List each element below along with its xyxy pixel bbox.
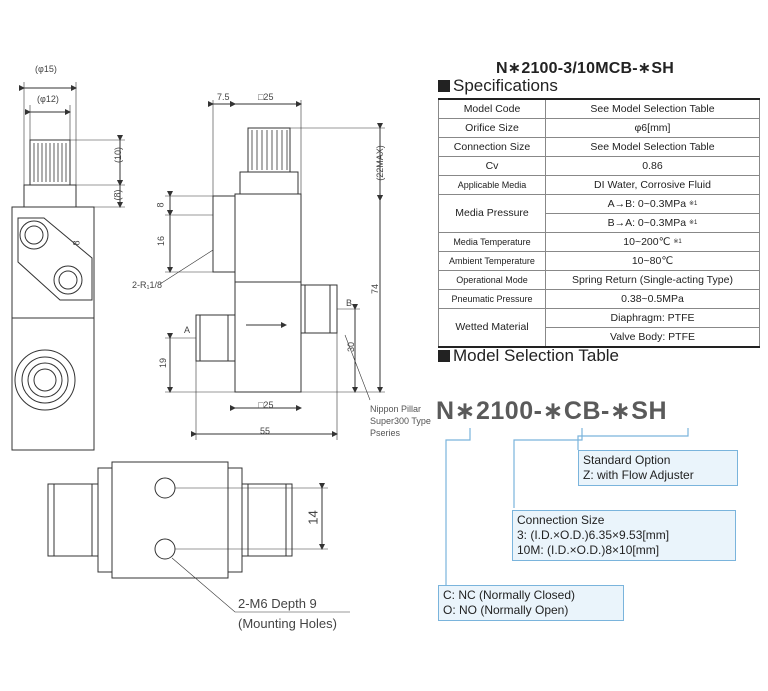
heading-square-icon <box>438 350 450 362</box>
dim-d8c: 8 <box>155 202 166 208</box>
dim-d19: 19 <box>158 357 169 369</box>
spec-key: Operational Mode <box>438 270 546 290</box>
spec-key: Model Code <box>438 98 546 119</box>
option-value: Z: with Flow Adjuster <box>583 468 694 482</box>
spec-value: Diaphragm: PTFE <box>545 308 760 328</box>
mount-label-2: (Mounting Holes) <box>238 616 337 631</box>
bottom-view <box>47 461 350 613</box>
dim-22max: (22MAX) <box>374 145 385 181</box>
spec-value-text: A→B: 0~0.3MPa <box>607 197 687 210</box>
connection-option-3: 3: (I.D.×O.D.)6.35×9.53[mm] <box>517 528 670 542</box>
spec-value-text: 10~200℃ <box>623 235 671 248</box>
dim-d74: 74 <box>370 283 381 295</box>
spec-value: 10~80℃ <box>545 251 760 271</box>
spec-key: Media Temperature <box>438 232 546 252</box>
dim-d55: 55 <box>260 426 271 436</box>
port-b-fitting <box>300 284 338 334</box>
footnote-mark: ※1 <box>673 238 682 245</box>
spec-table: Model Code See Model Selection Table Ori… <box>438 98 760 348</box>
spec-value: See Model Selection Table <box>545 98 760 119</box>
spec-value: See Model Selection Table <box>545 137 760 157</box>
spec-key: Pneumatic Pressure <box>438 289 546 309</box>
spec-key: Cv <box>438 156 546 176</box>
operation-no: O: NO (Normally Open) <box>443 603 569 617</box>
spec-key: Media Pressure <box>438 194 546 233</box>
dim-sq25: □25 <box>258 92 274 102</box>
heading-square-icon <box>438 80 450 92</box>
dim-sq25b: □25 <box>258 400 274 410</box>
connection-title: Connection Size <box>517 513 605 527</box>
table-row: Valve Body: PTFE <box>439 327 760 348</box>
table-row: Pneumatic Pressure 0.38~0.5MPa <box>438 289 760 309</box>
table-row: Ambient Temperature 10~80℃ <box>438 251 760 271</box>
operation-box: C: NC (Normally Closed) O: NO (Normally … <box>438 585 624 621</box>
spec-value: 10~200℃ ※1 <box>545 232 760 252</box>
model-leaders <box>445 428 689 585</box>
table-row: Media Pressure A→B: 0~0.3MPa ※1 <box>438 194 760 233</box>
actuator-body <box>234 193 302 283</box>
pillar-note-2: Super300 Type <box>370 416 431 426</box>
table-row: Connection Size See Model Selection Tabl… <box>438 137 760 157</box>
footnote-mark: ※1 <box>689 219 698 226</box>
table-row: Orifice Size φ6[mm] <box>438 118 760 138</box>
mount-label-1: 2-M6 Depth 9 <box>238 596 317 611</box>
table-row: Applicable Media DI Water, Corrosive Flu… <box>438 175 760 195</box>
front-view <box>159 100 385 440</box>
spec-key: Wetted Material <box>438 308 546 348</box>
dim-d8b: 8 <box>71 240 82 246</box>
dim-d15: (φ15) <box>35 64 57 74</box>
valve-body-bottom <box>111 461 229 579</box>
pillar-note-1: Nippon Pillar <box>370 404 422 414</box>
side-view <box>11 82 125 451</box>
table-row: Cv 0.86 <box>438 156 760 176</box>
table-row: Operational Mode Spring Return (Single-a… <box>438 270 760 290</box>
dim-d75: 7.5 <box>217 92 230 102</box>
table-row: Media Temperature 10~200℃ ※1 <box>438 232 760 252</box>
table-row: Wetted Material Diaphragm: PTFE <box>438 308 760 348</box>
dim-rc: 2-R₁1/8 <box>132 280 163 290</box>
model-code: N∗2100-∗CB-∗SH <box>436 397 667 425</box>
dim-d10: (10) <box>113 146 124 164</box>
product-title: N∗2100-3/10MCB-∗SH <box>496 60 675 77</box>
model-heading-text: Model Selection Table <box>453 346 620 365</box>
spec-value: φ6[mm] <box>545 118 760 138</box>
spec-value: B→A: 0~0.3MPa ※1 <box>545 213 760 233</box>
dim-d12: (φ12) <box>37 94 59 104</box>
footnote-mark: ※1 <box>689 200 698 207</box>
dim-d14: 14 <box>305 510 321 525</box>
adjuster-knob-front <box>247 127 291 173</box>
spec-heading-text: Specifications <box>453 76 558 95</box>
model-heading: Model Selection Table <box>438 346 619 366</box>
spec-key: Applicable Media <box>438 175 546 195</box>
option-box: Standard Option Z: with Flow Adjuster <box>578 450 738 486</box>
pillar-note-3: Pseries <box>370 428 401 438</box>
valve-body-front <box>234 281 302 393</box>
port-a-label: A <box>184 325 191 335</box>
spec-value: 0.38~0.5MPa <box>545 289 760 309</box>
connection-box: Connection Size 3: (I.D.×O.D.)6.35×9.53[… <box>512 510 736 561</box>
dim-d30: 30 <box>346 341 357 353</box>
option-title: Standard Option <box>583 453 671 467</box>
spec-heading: Specifications <box>438 76 558 96</box>
operation-nc: C: NC (Normally Closed) <box>443 588 576 602</box>
spec-value: A→B: 0~0.3MPa ※1 <box>545 194 760 214</box>
spec-value: 0.86 <box>545 156 760 176</box>
spec-value: DI Water, Corrosive Fluid <box>545 175 760 195</box>
dim-d16: 16 <box>156 235 167 247</box>
table-row: Model Code See Model Selection Table <box>438 98 760 119</box>
dim-d8: (8) <box>112 189 123 201</box>
spec-value: Spring Return (Single-acting Type) <box>545 270 760 290</box>
spec-key: Orifice Size <box>438 118 546 138</box>
spec-key: Connection Size <box>438 137 546 157</box>
spec-key: Ambient Temperature <box>438 251 546 271</box>
port-a-fitting <box>195 314 236 362</box>
connection-option-10m: 10M: (I.D.×O.D.)8×10[mm] <box>517 543 660 557</box>
port-b-label: B <box>346 298 353 308</box>
spec-value: Valve Body: PTFE <box>545 327 760 348</box>
spec-value-text: B→A: 0~0.3MPa <box>607 216 687 229</box>
